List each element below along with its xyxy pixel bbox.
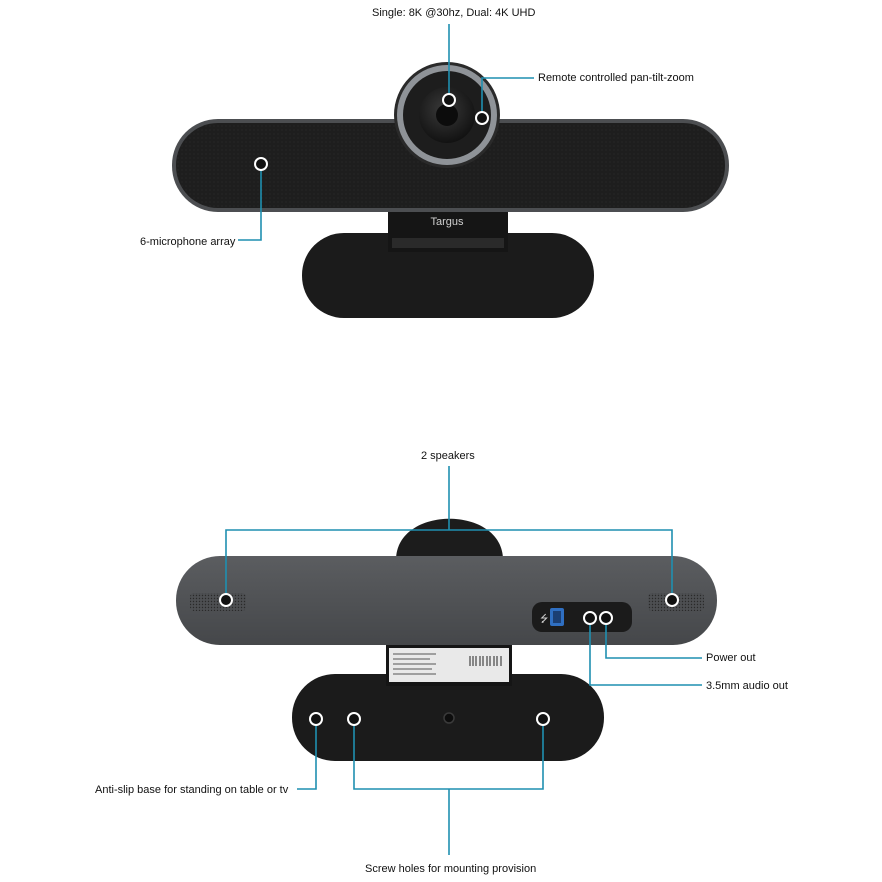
anti-slip-callout-label: Anti-slip base for standing on table or … [95,784,289,796]
screw-holes-callout-label: Screw holes for mounting provision [365,863,537,875]
screw-hole-marker-right [536,712,550,726]
top-callout-markers [254,93,489,171]
rear-callout-markers [219,593,679,726]
power-out-callout-label: Power out [706,652,756,664]
power-out-marker [599,611,613,625]
rear-bar [176,556,717,645]
rear-callout-lines [225,466,702,855]
ptz-callout-label: Remote controlled pan-tilt-zoom [538,72,694,84]
regulatory-sticker [389,648,509,682]
resolution-callout-label: Single: 8K @30hz, Dual: 4K UHD [372,7,536,19]
microphone-callout-label: 6-microphone array [140,236,236,248]
top-view-device: Targus [172,62,729,318]
usb-icon: ⭍ [540,613,548,625]
brand-logo: Targus [430,216,464,228]
screw-hole-marker-left [347,712,361,726]
top-base [302,233,594,318]
speaker-right-marker [665,593,679,607]
anti-slip-marker [309,712,323,726]
speakers-callout-label: 2 speakers [421,450,475,462]
center-screw-hole [443,712,455,724]
microphone-marker [254,157,268,171]
ptz-marker [475,111,489,125]
rear-view-device: ⭍ [176,518,717,761]
speaker-left-marker [219,593,233,607]
speaker-grille-left [190,593,246,611]
rear-camera-bump [396,518,503,560]
top-callout-lines [238,24,534,241]
resolution-marker [442,93,456,107]
audio-out-marker [583,611,597,625]
audio-out-callout-label: 3.5mm audio out [706,680,788,692]
